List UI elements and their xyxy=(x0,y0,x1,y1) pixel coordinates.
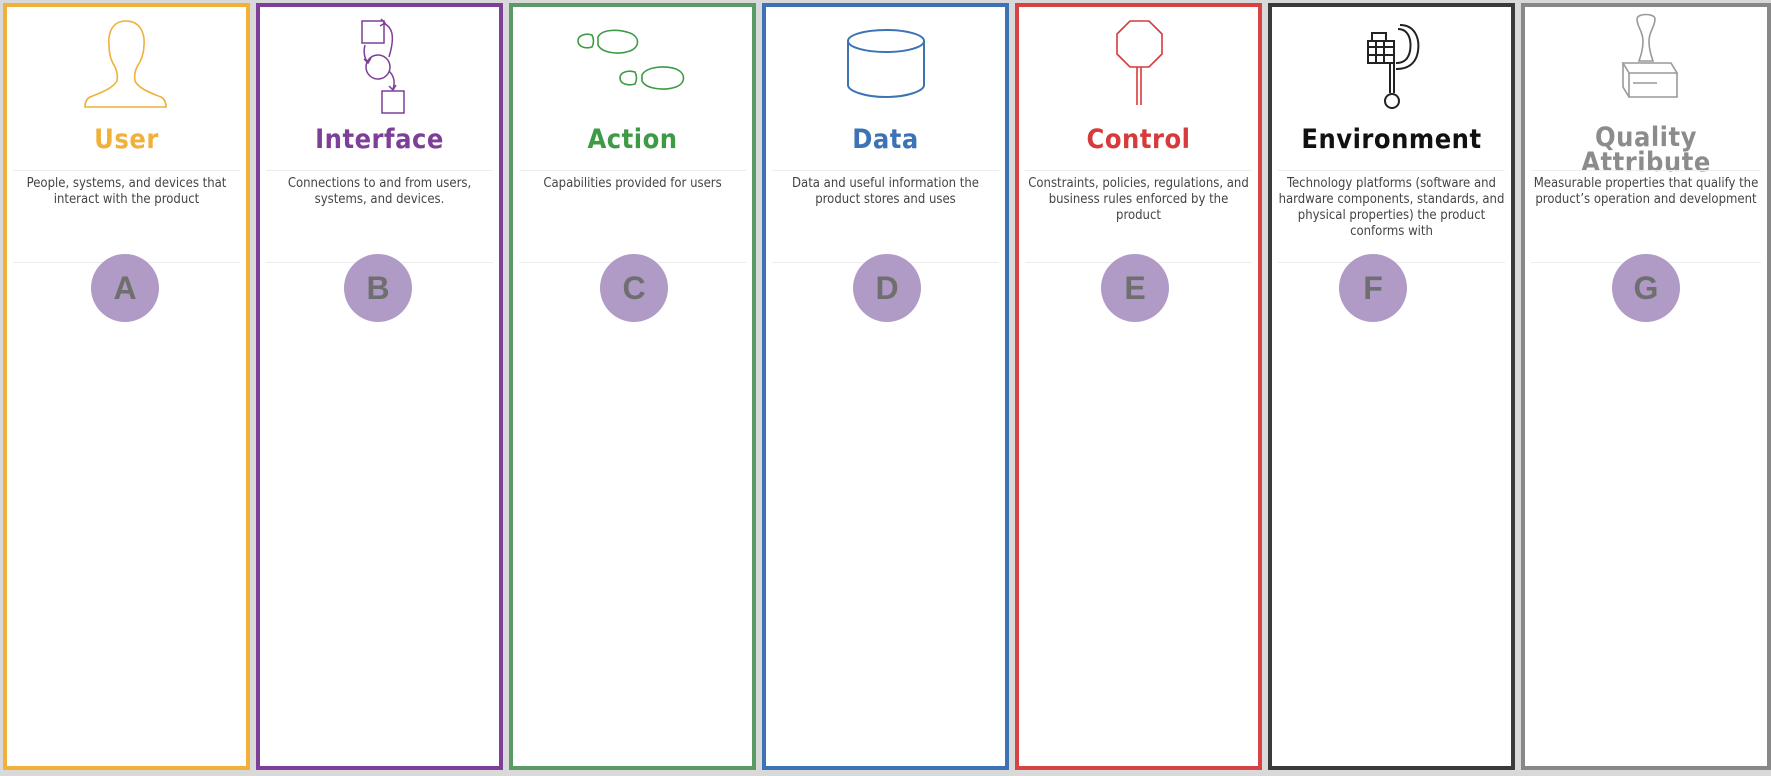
letter-badge: A xyxy=(91,254,159,322)
column-title: Action xyxy=(587,124,678,155)
letter-badge: C xyxy=(600,254,668,322)
clamp-icon xyxy=(1272,11,1511,121)
column-description: Capabilities provided for users xyxy=(543,176,722,191)
column-environment: Environment Technology platforms (softwa… xyxy=(1268,3,1515,770)
column-title-line: Quality xyxy=(1595,122,1697,153)
column-description: Technology platforms (software and hardw… xyxy=(1278,176,1505,239)
column-title: Interface xyxy=(315,124,444,155)
column-description: People, systems, and devices that intera… xyxy=(26,176,227,207)
column-title: Data xyxy=(852,124,919,155)
rubber-stamp-icon xyxy=(1525,11,1767,121)
divider xyxy=(266,170,493,171)
column-data: Data Data and useful information the pro… xyxy=(762,3,1009,770)
divider xyxy=(1278,170,1505,171)
letter-badge: F xyxy=(1339,254,1407,322)
database-cylinder-icon xyxy=(766,11,1005,121)
footprints-icon xyxy=(513,11,752,121)
divider xyxy=(519,170,746,171)
column-control: Control Constraints, policies, regulatio… xyxy=(1015,3,1262,770)
column-description: Data and useful information the product … xyxy=(792,176,979,207)
stop-sign-icon xyxy=(1019,11,1258,121)
divider xyxy=(1025,170,1252,171)
column-user: User People, systems, and devices that i… xyxy=(3,3,250,770)
divider xyxy=(772,170,999,171)
letter-badge: D xyxy=(853,254,921,322)
user-head-icon xyxy=(7,11,246,121)
letter-badge: B xyxy=(344,254,412,322)
flow-shapes-icon xyxy=(260,11,499,121)
column-title-line: Attribute xyxy=(1581,147,1711,178)
column-interface: Interface Connections to and from users,… xyxy=(256,3,503,770)
letter-badge: E xyxy=(1101,254,1169,322)
column-quality-attribute: Quality Attribute Measurable properties … xyxy=(1521,3,1771,770)
divider xyxy=(13,170,240,171)
letter-badge: G xyxy=(1612,254,1680,322)
column-description: Constraints, policies, regulations, and … xyxy=(1028,176,1249,223)
divider xyxy=(1531,170,1761,171)
column-title: Control xyxy=(1086,124,1191,155)
column-description: Connections to and from users, systems, … xyxy=(287,176,472,207)
column-title: User xyxy=(94,124,159,155)
column-description: Measurable properties that qualify the p… xyxy=(1533,176,1759,207)
column-action: Action Capabilities provided for users C xyxy=(509,3,756,770)
column-title: Environment xyxy=(1301,124,1482,155)
column-title: Quality Attribute xyxy=(1525,122,1767,178)
